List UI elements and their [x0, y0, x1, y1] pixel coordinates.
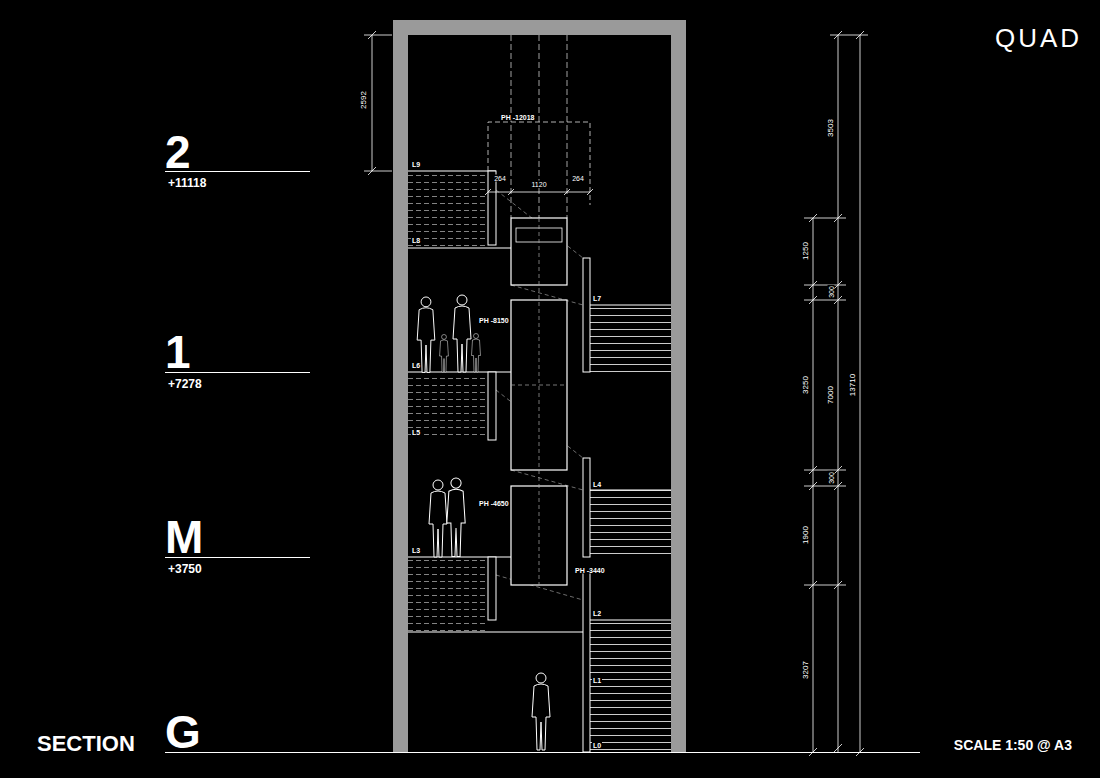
hidden-stair-flight — [408, 373, 488, 440]
landing-label: L2 — [592, 610, 602, 617]
person-figure — [447, 478, 465, 557]
landing — [590, 304, 671, 305]
extension-line — [364, 35, 392, 36]
stair-flights — [408, 172, 671, 752]
lift-cabins — [511, 218, 567, 585]
hidden-stair-flight — [408, 172, 488, 248]
dimension-line — [860, 35, 861, 752]
lift-axis — [539, 218, 540, 585]
dimension-text: 1900 — [802, 525, 810, 545]
balustrades — [488, 171, 590, 752]
shaft-wall — [393, 20, 686, 752]
dimension-text: 13710 — [849, 373, 857, 397]
level-name: M — [165, 514, 203, 560]
balustrade — [583, 568, 590, 752]
ground-line — [165, 752, 920, 753]
landing — [590, 489, 671, 490]
balustrade — [488, 171, 496, 245]
landing — [408, 631, 583, 632]
lift-axes — [511, 218, 567, 585]
dimension-text: 3503 — [827, 118, 835, 138]
dimension-tick — [485, 189, 593, 195]
landing-label: L5 — [411, 429, 421, 436]
landing — [408, 170, 496, 171]
dimension-text: 3250 — [802, 375, 810, 395]
dimension-text: 1250 — [802, 241, 810, 261]
landing-label: L6 — [411, 362, 421, 369]
person-figure — [429, 480, 447, 557]
lift-axis — [511, 385, 567, 386]
lift-guides — [511, 35, 567, 218]
dimension-text: 3207 — [802, 660, 810, 680]
balustrade — [583, 258, 590, 372]
pit-height-label: PH -4650 — [478, 500, 510, 507]
dimension-text: 300 — [828, 285, 835, 299]
dimension-line — [372, 35, 373, 171]
level-name: 2 — [165, 129, 191, 175]
pit-height-label: PH -8150 — [478, 317, 510, 324]
drawing-title: SECTION — [37, 733, 135, 755]
dimension-tick — [368, 31, 376, 175]
dimension-tick — [809, 31, 864, 756]
stair-flight — [590, 490, 671, 557]
dimension-text: 1120 — [530, 181, 547, 188]
pit-height-label: PH -3440 — [574, 567, 606, 574]
balustrade — [488, 372, 496, 440]
dimension-line — [838, 35, 839, 752]
level-lines — [165, 172, 920, 753]
balustrade — [583, 458, 590, 557]
dimension-text: 264 — [493, 175, 507, 182]
dimension-text: 7000 — [827, 385, 835, 405]
extension-line — [364, 171, 392, 172]
person-figure — [472, 334, 481, 373]
lift-guide — [539, 35, 540, 218]
pit-height-label: PH -12018 — [500, 114, 535, 121]
landing-label: L4 — [592, 481, 602, 488]
hidden-lines — [496, 190, 583, 600]
dimension-lines — [364, 31, 868, 756]
balustrade — [488, 557, 496, 620]
dimension-text: 300 — [828, 471, 835, 485]
landings — [408, 171, 671, 632]
person-figure — [453, 295, 471, 372]
level-name: 1 — [165, 329, 191, 375]
scale-note: SCALE 1:50 @ A3 — [954, 738, 1072, 752]
landing-label: L0 — [592, 742, 602, 749]
hidden-stair-flight — [408, 558, 488, 632]
person-figure — [440, 334, 449, 372]
dimension-line — [488, 192, 590, 193]
stair-flight — [590, 620, 671, 752]
logo: QUAD — [995, 25, 1082, 51]
stair-flight — [590, 305, 671, 372]
lift-guide — [567, 35, 568, 218]
dimension-text: 264 — [571, 175, 585, 182]
lift-guide — [511, 35, 512, 218]
lift-overrun — [488, 122, 590, 205]
extension-line — [804, 35, 868, 585]
landing-label: L7 — [592, 295, 602, 302]
person-figure — [532, 673, 550, 750]
level-name: G — [165, 709, 201, 755]
level-elevation: +11118 — [168, 177, 206, 189]
landing-label: L3 — [411, 547, 421, 554]
landing — [590, 619, 671, 620]
level-elevation: +7278 — [168, 378, 202, 390]
landing-label: L9 — [411, 161, 421, 168]
level-elevation: +3750 — [168, 563, 202, 575]
landing — [408, 247, 511, 248]
dimension-line — [813, 218, 814, 752]
people — [417, 295, 550, 750]
dimension-text: 2592 — [360, 90, 368, 110]
landing-label: L8 — [411, 237, 421, 244]
landing-label: L1 — [592, 677, 602, 684]
